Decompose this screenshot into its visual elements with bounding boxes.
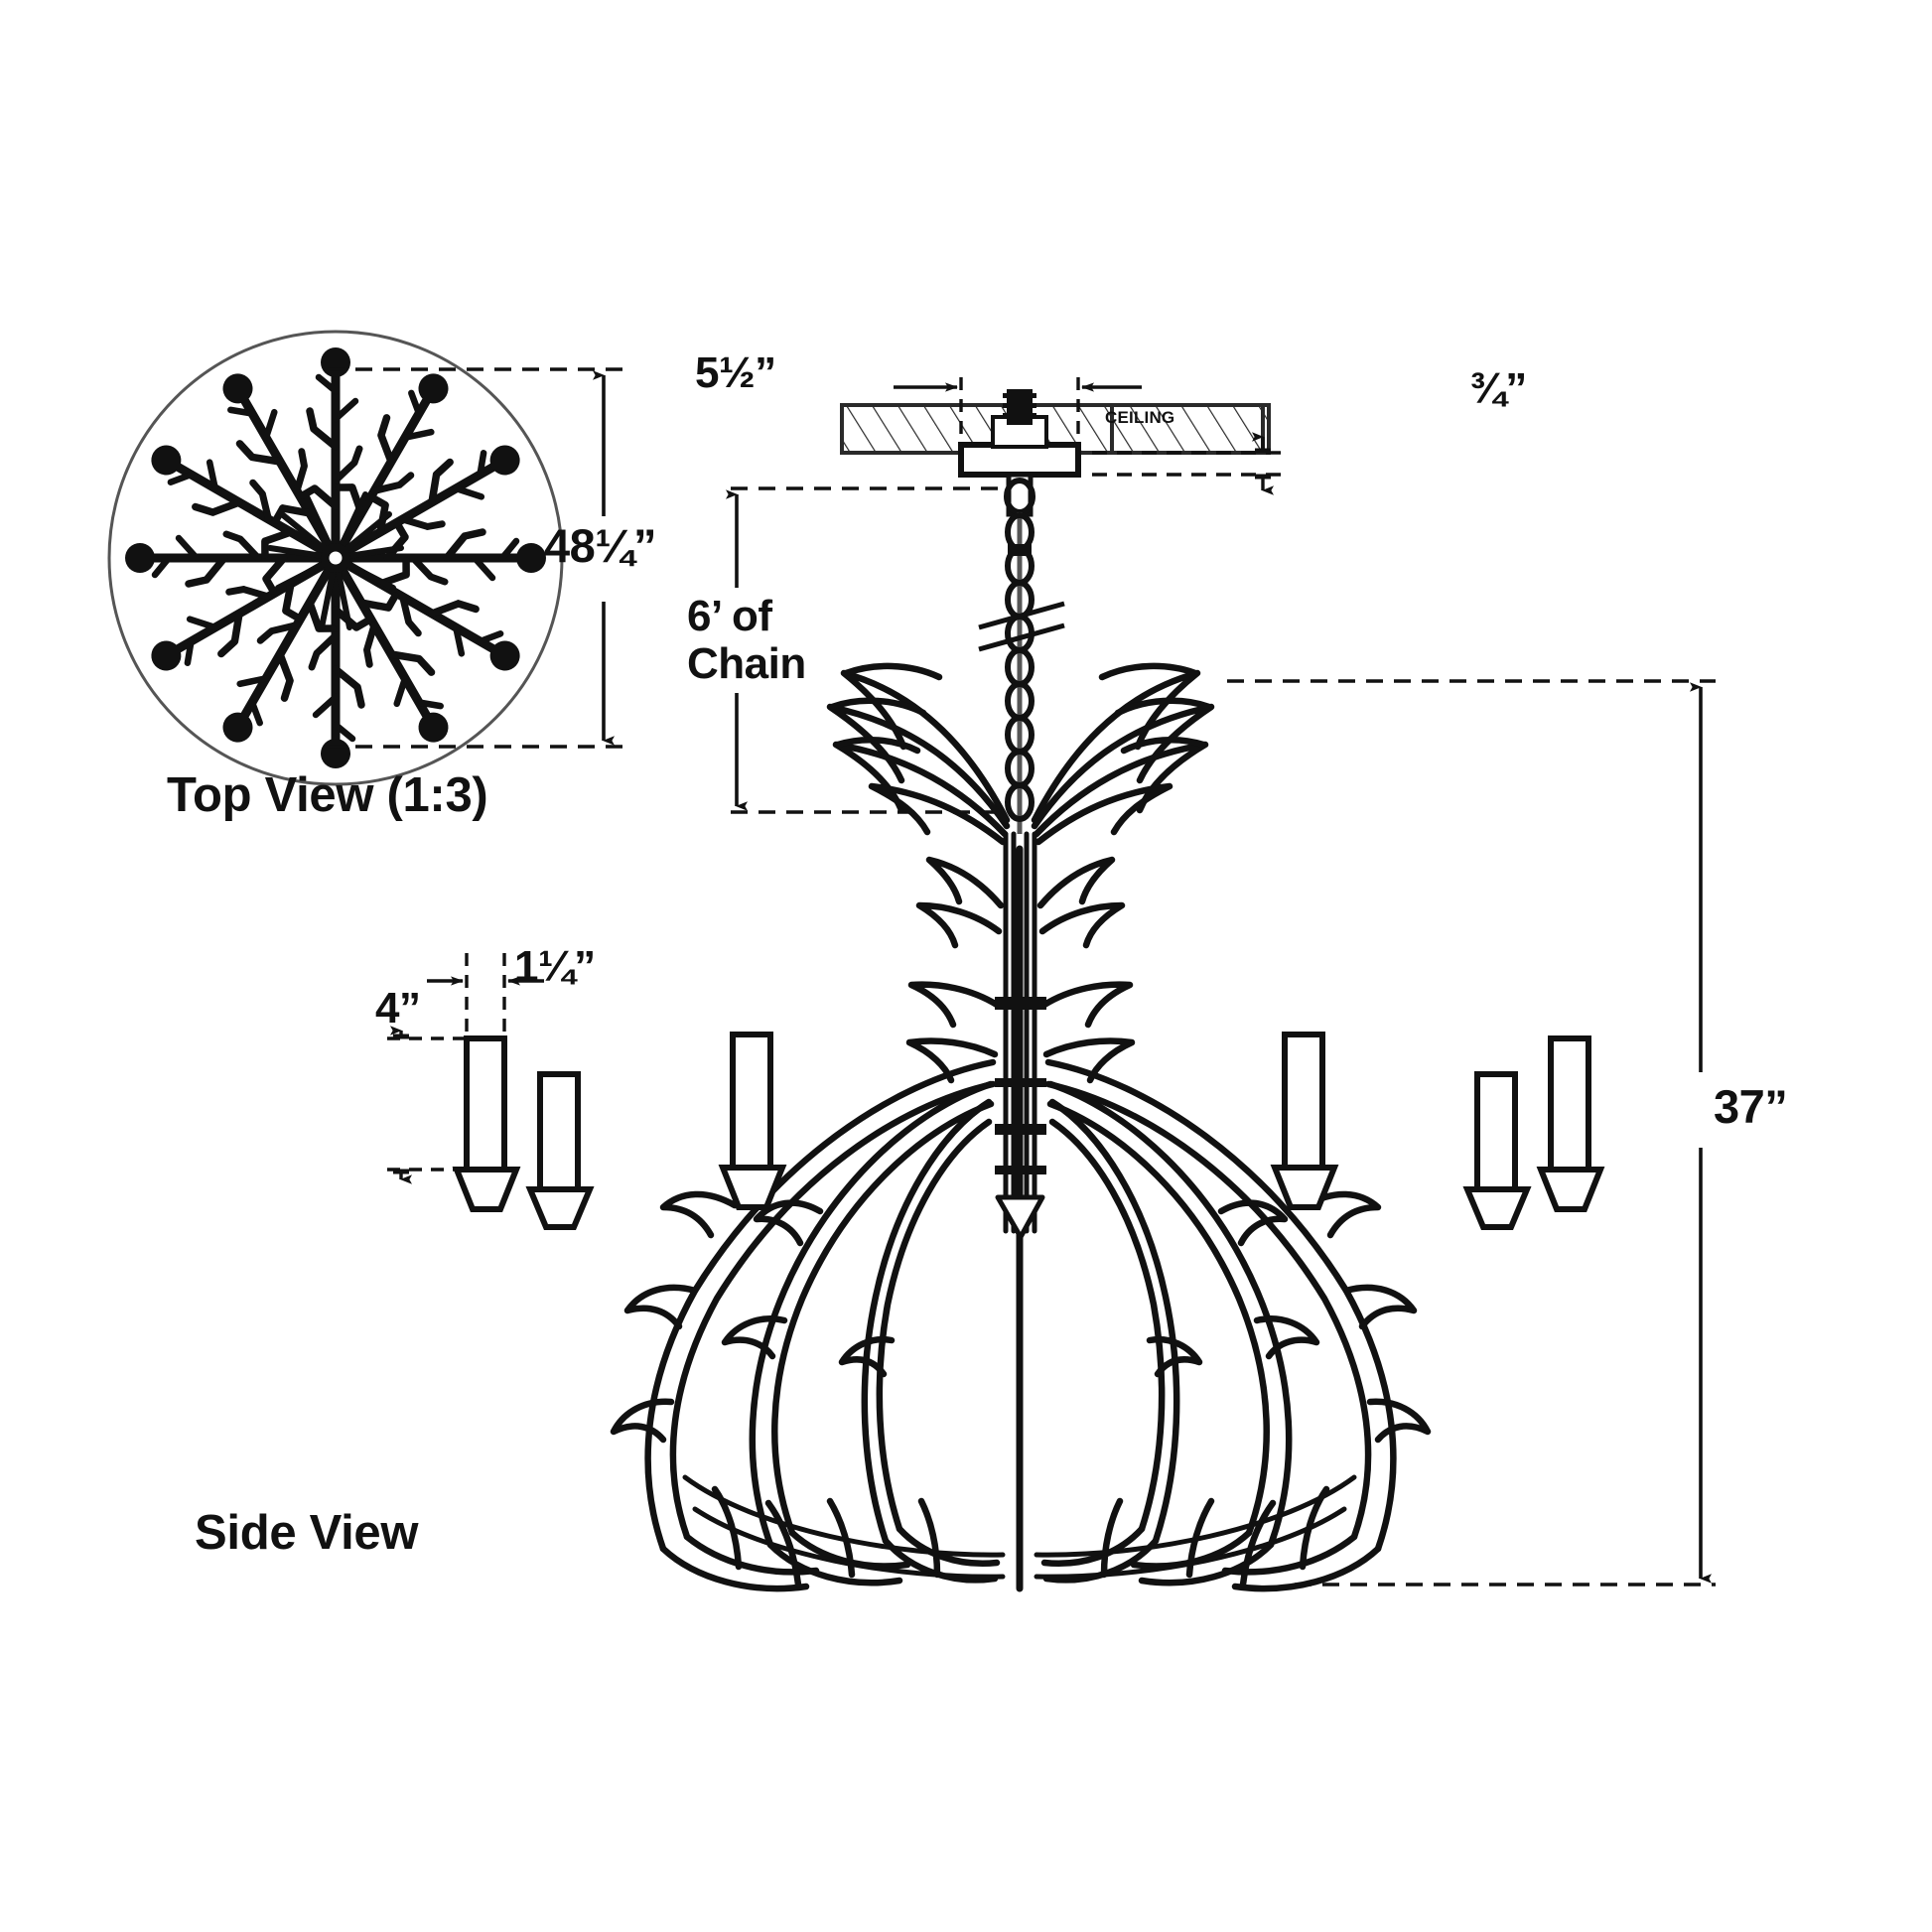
candle-group xyxy=(452,1032,1605,1230)
arm-left-1 xyxy=(610,1058,997,1592)
dimension-candle-height xyxy=(387,1026,469,1184)
chain-label-line2: Chain xyxy=(687,638,806,688)
top-view-outer-circle xyxy=(107,330,564,786)
arm-left-3 xyxy=(838,1098,1001,1584)
dimension-diameter xyxy=(328,367,631,749)
top-view-label: Top View (1:3) xyxy=(167,768,488,822)
ceiling-annotation: CEILING xyxy=(1105,408,1175,427)
top-view-group xyxy=(107,330,631,786)
dimension-ceiling-thickness xyxy=(1092,432,1281,495)
column-collars xyxy=(995,997,1046,1174)
side-view-label: Side View xyxy=(195,1506,419,1560)
arm-right-1 xyxy=(1044,1058,1432,1592)
arm-left-2 xyxy=(721,1080,995,1587)
candle-left-2 xyxy=(525,1071,595,1230)
chain-break-line xyxy=(978,601,1065,652)
chain-assembly xyxy=(978,512,1065,834)
mid-twigs-right xyxy=(1036,856,1136,1084)
upper-spray-right xyxy=(1031,662,1215,846)
candle-right-2 xyxy=(1462,1071,1532,1230)
dimension-label-canopy-height: ¾” xyxy=(1469,364,1527,413)
dimension-label-diameter: 48¼” xyxy=(544,519,656,572)
mid-twigs-left xyxy=(905,856,1005,1084)
dimension-body-height xyxy=(1227,679,1716,1587)
bowl-rings xyxy=(682,1474,1357,1580)
chandelier-body xyxy=(610,662,1432,1592)
canopy-plate xyxy=(958,415,1081,478)
column-finial xyxy=(995,1194,1045,1240)
dimension-label-body-height: 37” xyxy=(1714,1080,1788,1133)
arm-right-3 xyxy=(1040,1098,1203,1584)
top-view-hub-bore xyxy=(329,551,343,565)
candle-left-3 xyxy=(718,1032,787,1210)
candle-right-1 xyxy=(1536,1035,1605,1212)
dimension-label-canopy-width: 5½” xyxy=(695,348,776,397)
dimension-canopy-width xyxy=(894,377,1142,467)
ceiling-assembly xyxy=(840,377,1281,517)
dimension-label-candle-height: 4” xyxy=(375,984,421,1033)
dimension-candle-width xyxy=(427,953,544,1036)
ceiling-nipple xyxy=(1003,389,1036,517)
candle-right-3 xyxy=(1270,1032,1339,1210)
chain-label-line1: 6’ of xyxy=(687,592,772,640)
candle-left-1 xyxy=(452,1035,521,1212)
upper-spray-left xyxy=(826,662,1011,846)
dimension-label-candle-width: 1¼” xyxy=(514,942,596,991)
